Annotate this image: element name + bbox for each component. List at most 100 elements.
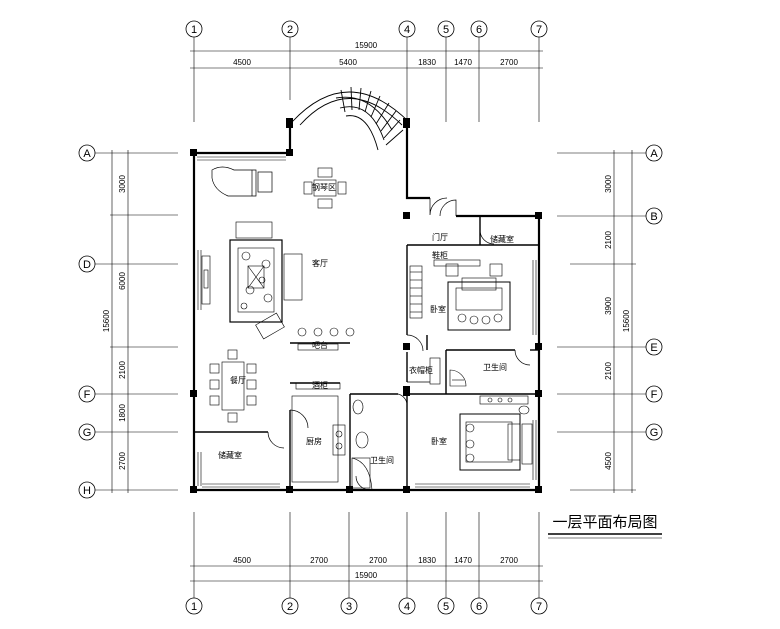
dim-text: 1470: [454, 58, 472, 67]
room-labels: 钢琴区 客厅 门厅 储藏室 鞋柜 卧室 吧台 餐厅 酒柜 衣帽柜 卫生间 厨房 …: [218, 182, 514, 465]
room-label-closet: 衣帽柜: [409, 365, 433, 375]
room-label-living: 客厅: [312, 258, 328, 268]
bottom-dimension-texts: 4500 2700 2700 1830 1470 2700 15900: [233, 556, 518, 580]
dim-text: 2700: [369, 556, 387, 565]
dim-text: 2100: [604, 362, 613, 380]
axis-label: H: [83, 485, 91, 497]
dim-text: 3900: [604, 297, 613, 315]
axis-label: E: [650, 342, 657, 354]
right-axis-labels: A B E F G: [650, 148, 659, 439]
dim-text: 6000: [118, 272, 127, 290]
dim-text: 3000: [604, 175, 613, 193]
axis-label: 7: [536, 601, 542, 613]
bathroom-fixtures-1: [351, 399, 373, 491]
dim-text: 1800: [118, 404, 127, 422]
bar-stools: [295, 327, 355, 390]
dim-text: 2700: [500, 556, 518, 565]
room-label-foyer: 门厅: [432, 232, 448, 242]
axis-label: 5: [443, 24, 449, 36]
axis-label: G: [83, 427, 92, 439]
dim-text: 2700: [500, 58, 518, 67]
living-sofa-set: [229, 221, 303, 340]
wardrobe-1: [409, 259, 481, 319]
room-label-storage2: 储藏室: [218, 450, 242, 460]
bottom-dimension-lines: [190, 512, 543, 598]
exterior-walls: [192, 120, 541, 492]
dim-text: 2100: [118, 361, 127, 379]
dim-text: 5400: [339, 58, 357, 67]
dining-table: [209, 349, 257, 423]
windows: [197, 156, 537, 488]
bottom-axis-bubbles: [185, 597, 548, 615]
axis-label: 2: [287, 24, 293, 36]
dim-text: 4500: [233, 556, 251, 565]
tv-cabinet: [201, 255, 211, 305]
dim-text: 15900: [355, 41, 378, 50]
axis-label: 4: [404, 601, 410, 613]
interior-walls: [194, 216, 539, 490]
bathroom-fixtures-2: [449, 369, 530, 415]
dim-text: 1830: [418, 556, 436, 565]
left-dimension-lines: [95, 150, 178, 493]
axis-label: 2: [287, 601, 293, 613]
room-label-bar: 吧台: [312, 340, 328, 350]
axis-label: 7: [536, 24, 542, 36]
axis-label: G: [650, 427, 659, 439]
right-dimension-texts: 3000 2100 3900 2100 4500 15600: [604, 175, 631, 470]
room-label-bedroom1: 卧室: [430, 304, 446, 314]
top-axis-labels: 1 2 4 5 6 7: [191, 24, 542, 36]
left-axis-labels: A D F G H: [83, 148, 92, 497]
room-label-wine: 酒柜: [312, 380, 328, 390]
dim-text: 15600: [622, 309, 631, 332]
room-label-piano: 钢琴区: [312, 182, 336, 192]
axis-label: F: [651, 389, 658, 401]
bedroom1-bed: [445, 263, 511, 331]
drawing-title: 一层平面布局图: [552, 513, 657, 531]
dim-text: 4500: [233, 58, 251, 67]
bedroom2-bed: [459, 413, 533, 471]
dim-text: 2700: [118, 452, 127, 470]
piano: [211, 166, 273, 197]
structural-columns: [190, 118, 542, 493]
dim-text: 15600: [102, 309, 111, 332]
axis-label: B: [650, 211, 657, 223]
dim-text: 2100: [604, 231, 613, 249]
axis-label: F: [84, 389, 91, 401]
axis-label: A: [650, 148, 658, 160]
axis-label: 5: [443, 601, 449, 613]
drawing-title-block: 一层平面布局图: [548, 513, 662, 539]
left-axis-bubbles: [78, 144, 96, 499]
axis-label: 4: [404, 24, 410, 36]
room-label-dining: 餐厅: [230, 376, 246, 385]
room-label-bedroom2: 卧室: [431, 436, 447, 446]
round-table: [303, 167, 347, 209]
room-label-bath1: 卫生间: [370, 455, 394, 465]
dim-text: 3000: [118, 175, 127, 193]
axis-label: 1: [191, 601, 197, 613]
left-dimension-texts: 3000 6000 2100 1800 2700 15600: [102, 175, 127, 470]
axis-label: 3: [346, 601, 352, 613]
kitchen-counters: [291, 395, 346, 483]
room-label-storage: 储藏室: [490, 234, 514, 244]
axis-label: 1: [191, 24, 197, 36]
axis-label: A: [83, 148, 91, 160]
room-label-shoe: 鞋柜: [432, 250, 448, 260]
right-dimension-lines: [557, 150, 646, 493]
curved-stair: [291, 86, 410, 151]
axis-label: 6: [476, 601, 482, 613]
top-dimension-texts: 15900 4500 5400 1830 1470 2700: [233, 41, 518, 67]
doors: [267, 197, 531, 491]
room-label-bath2: 卫生间: [483, 362, 507, 372]
dim-text: 1830: [418, 58, 436, 67]
room-label-kitchen: 厨房: [306, 436, 322, 446]
top-dimension-lines: [190, 37, 543, 122]
dim-text: 2700: [310, 556, 328, 565]
axis-label: 6: [476, 24, 482, 36]
dim-text: 15900: [355, 571, 378, 580]
axis-label: D: [83, 259, 91, 271]
dim-text: 1470: [454, 556, 472, 565]
dim-text: 4500: [604, 452, 613, 470]
closet: [429, 357, 441, 385]
top-axis-bubbles: [185, 20, 548, 38]
